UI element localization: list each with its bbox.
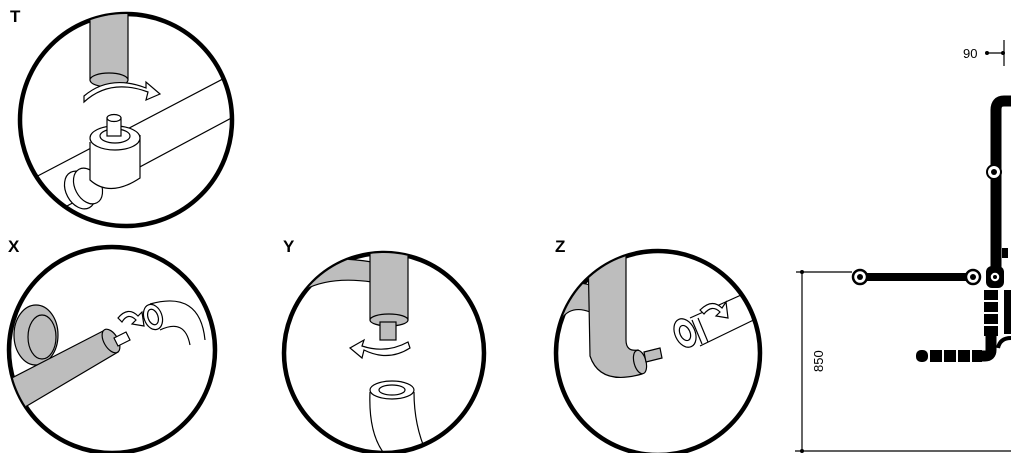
side-elevation: 90 850	[795, 40, 1011, 453]
step-t-illustration	[29, 14, 232, 215]
step-x-label: X	[8, 237, 20, 256]
step-y-illustration	[299, 253, 431, 453]
step-z-label: Z	[555, 237, 565, 256]
offset-dimension-label: 90	[963, 46, 977, 61]
step-y-panel: Y	[281, 237, 487, 453]
step-z-panel: Z	[553, 237, 763, 453]
height-dimension-label: 850	[811, 350, 826, 372]
step-t-label: T	[10, 7, 21, 26]
step-t-panel: T	[10, 7, 235, 229]
step-y-label: Y	[283, 237, 295, 256]
step-x-panel: X	[6, 237, 218, 453]
